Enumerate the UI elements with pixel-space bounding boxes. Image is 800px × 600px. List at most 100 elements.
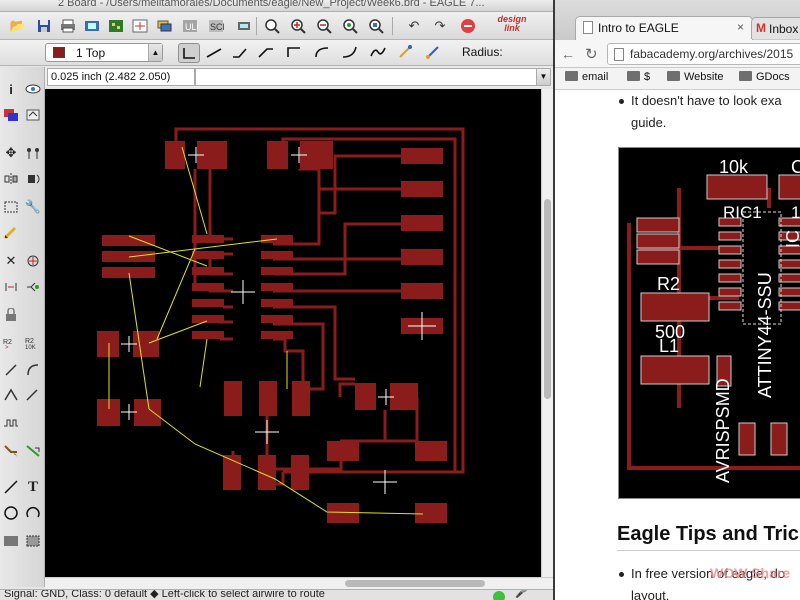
toolbar-separator <box>256 17 257 35</box>
trace <box>275 472 285 486</box>
save-icon[interactable] <box>34 16 54 36</box>
bend-right-angle-button[interactable] <box>178 43 200 63</box>
move-icon[interactable]: ✥ <box>5 145 17 160</box>
design-link-logo[interactable]: design link <box>497 14 527 33</box>
zoom-fit-icon[interactable] <box>262 16 282 36</box>
smd-pads <box>97 141 447 523</box>
add-icon[interactable] <box>23 251 43 271</box>
ulp-icon[interactable]: ULP <box>180 16 200 36</box>
command-input[interactable]: ▼ <box>195 68 551 86</box>
reload-icon[interactable]: ↻ <box>585 46 598 63</box>
bookmark-gdocs[interactable]: GDocs <box>739 71 790 83</box>
eagle-titlebar[interactable]: 2 Board - /Users/melitamorales/Documents… <box>0 0 553 12</box>
bookmark-website[interactable]: Website <box>667 71 724 83</box>
run-icon[interactable] <box>234 16 254 36</box>
bend-freeform-button[interactable] <box>368 43 390 63</box>
section-heading: Eagle Tips and Tric <box>617 523 799 545</box>
close-icon[interactable]: × <box>736 20 744 34</box>
mirror-icon[interactable] <box>1 169 21 189</box>
route-meander-icon[interactable] <box>23 385 43 405</box>
redo-icon[interactable]: ↷ <box>434 18 446 33</box>
arc-icon[interactable] <box>23 503 43 523</box>
back-arrow-icon[interactable]: ← <box>561 46 575 62</box>
origin-cross <box>231 280 255 304</box>
layers-icon[interactable] <box>154 16 174 36</box>
board-canvas[interactable] <box>45 89 541 577</box>
ic-pin <box>192 299 224 307</box>
bend-45-button[interactable] <box>230 43 252 63</box>
print-icon[interactable] <box>58 16 78 36</box>
bend-follow-me-button[interactable] <box>396 43 418 63</box>
bend-90-alt-button[interactable] <box>284 43 306 63</box>
optimize-icon[interactable] <box>1 385 21 405</box>
delete-icon[interactable]: ✕ <box>5 253 17 268</box>
smash-icon[interactable]: R2> <box>1 333 21 353</box>
horizontal-scroll-thumb[interactable] <box>345 580 485 587</box>
open-icon[interactable]: 📂 <box>9 18 27 33</box>
bend-45-up-button[interactable] <box>204 43 226 63</box>
change-wrench-icon[interactable]: 🔧 <box>24 199 42 214</box>
bend-follow-me-alt-button[interactable] <box>424 43 446 63</box>
board-icon[interactable] <box>106 16 126 36</box>
microphone-icon[interactable]: 🎤 <box>515 589 528 599</box>
wire-icon[interactable] <box>1 477 21 497</box>
page-icon <box>614 48 624 61</box>
info-icon[interactable]: i <box>9 81 13 97</box>
horizontal-scrollbar[interactable] <box>45 577 553 589</box>
tab-inbox[interactable]: M Inbox ( <box>751 17 800 39</box>
layer-select[interactable]: 1 Top ▲▼ <box>45 43 163 74</box>
split-icon[interactable] <box>23 359 43 379</box>
pad <box>102 267 155 278</box>
lock-icon[interactable] <box>1 305 21 325</box>
undo-icon[interactable]: ↶ <box>408 18 420 33</box>
schematic-icon[interactable] <box>130 16 150 36</box>
pad <box>259 381 277 416</box>
ripup-icon[interactable] <box>23 441 43 461</box>
bookmark-label: Website <box>684 71 724 83</box>
bend-arc-button[interactable] <box>312 43 334 63</box>
zoom-redraw-icon[interactable] <box>340 16 360 36</box>
rect-icon[interactable] <box>1 531 21 551</box>
lock-icon-2[interactable] <box>23 277 43 297</box>
origin-cross <box>255 420 279 444</box>
zoom-select-icon[interactable] <box>366 16 386 36</box>
board-layout-image: 10k C RIC1 1 R2 500 L1 ATTINY44-SSU IC A… <box>618 147 800 499</box>
zoom-in-icon[interactable] <box>288 16 308 36</box>
pcb-layout[interactable] <box>45 89 541 577</box>
ic-pin <box>261 315 293 323</box>
ic-pin <box>261 283 293 291</box>
text-icon[interactable]: T <box>27 478 38 495</box>
ic-pin <box>192 331 224 339</box>
zoom-out-icon[interactable] <box>314 16 334 36</box>
status-led-icon <box>493 591 505 600</box>
paste-icon[interactable] <box>1 223 21 243</box>
chevron-down-icon[interactable]: ▼ <box>536 69 550 85</box>
pad <box>327 441 359 461</box>
circle-icon[interactable] <box>1 503 21 523</box>
group-icon[interactable] <box>1 197 21 217</box>
status-text: Signal: GND, Class: 0 default ◆ Left-cli… <box>4 589 325 600</box>
address-bar[interactable]: fabacademy.org/archives/2015 <box>607 43 800 65</box>
tab-intro-to-eagle[interactable]: Intro to EAGLE × <box>575 16 753 40</box>
bookmark-email[interactable]: email <box>565 71 608 83</box>
route-icon[interactable] <box>1 441 21 461</box>
mark-icon[interactable] <box>23 105 43 125</box>
ic-pin <box>261 299 293 307</box>
meander-icon[interactable] <box>1 413 21 433</box>
display-layers-icon[interactable] <box>1 105 21 125</box>
script-icon[interactable]: SCR <box>206 16 226 36</box>
bend-arc-alt-button[interactable] <box>340 43 362 63</box>
vertical-scroll-thumb[interactable] <box>544 199 551 399</box>
bookmark-dollar[interactable]: $ <box>627 71 650 83</box>
miter-icon[interactable] <box>1 359 21 379</box>
bend-45-alt-button[interactable] <box>256 43 278 63</box>
polygon-icon[interactable] <box>23 531 43 551</box>
replace-icon[interactable] <box>1 277 21 297</box>
cam-icon[interactable] <box>82 16 102 36</box>
vertical-scrollbar[interactable] <box>541 89 553 577</box>
show-eye-icon[interactable] <box>23 79 43 99</box>
rotate-icon[interactable] <box>23 169 43 189</box>
copy-icon[interactable] <box>23 143 43 163</box>
stop-icon[interactable] <box>458 16 478 36</box>
